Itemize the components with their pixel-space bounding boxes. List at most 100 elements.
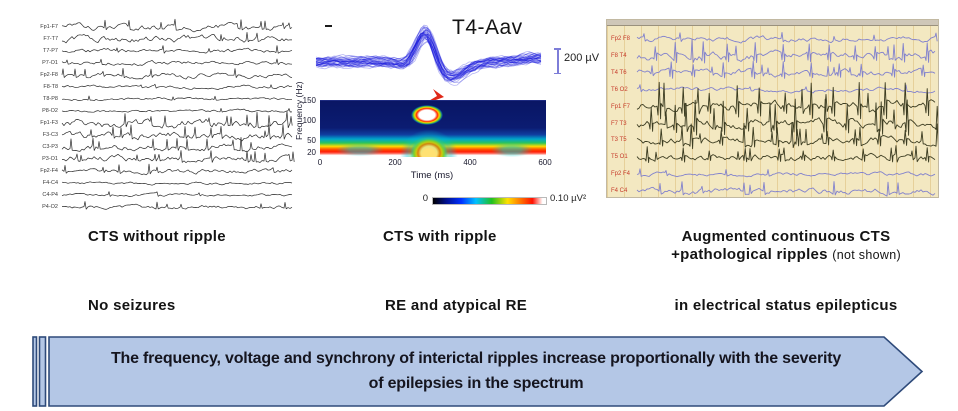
spectrogram-ytick: 150	[302, 96, 316, 105]
eeg-trace	[315, 35, 542, 81]
time-frequency-spectrogram	[320, 100, 546, 157]
eeg-trace	[636, 145, 936, 164]
channel-label: F4 C4	[611, 188, 628, 195]
eeg-trace	[315, 33, 542, 80]
eeg-trace	[315, 33, 542, 81]
channel-label: T7-P7	[43, 48, 58, 54]
channel-label: P8-O2	[42, 108, 58, 114]
eeg-trace	[315, 33, 542, 77]
electrode-derivation-label: T4-Aav	[452, 16, 523, 39]
eeg-trace	[61, 107, 293, 113]
averaged-spike-waveforms	[315, 24, 542, 86]
summary-arrow-shape	[32, 336, 924, 407]
eeg-trace	[315, 31, 542, 75]
eeg-trace	[315, 26, 542, 74]
eeg-trace	[636, 39, 936, 64]
finding-left: No seizures	[88, 297, 176, 314]
spectrogram-xtick: 400	[463, 158, 477, 167]
eeg-trace	[315, 34, 542, 80]
channel-label: Fp2 F8	[611, 36, 631, 42]
channel-label: T4 T6	[611, 69, 627, 76]
colorbar-min-label: 0	[422, 193, 428, 204]
channel-label: F8-T8	[43, 84, 58, 90]
channel-label: C4-P4	[42, 192, 58, 198]
eeg-trace	[315, 26, 542, 77]
eeg-trace	[315, 29, 542, 77]
eeg-trace	[61, 150, 295, 163]
spectrogram-ytick: 100	[302, 116, 316, 125]
eeg-trace	[315, 25, 542, 74]
spectrogram-xtick: 0	[317, 158, 323, 167]
channel-label: C3-P3	[42, 144, 58, 150]
eeg-trace	[315, 24, 542, 75]
eeg-trace	[315, 31, 542, 77]
colorbar-max-label: 0.10 µV²	[550, 193, 587, 204]
eeg-trace	[636, 98, 938, 137]
eeg-trace	[636, 60, 936, 80]
eeg-trace	[636, 81, 936, 120]
eeg-traces-status-epilepticus	[636, 31, 938, 197]
eeg-trace	[61, 83, 293, 90]
eeg-trace	[315, 40, 542, 81]
arrow-body	[48, 336, 924, 407]
eeg-trace	[61, 111, 293, 129]
eeg-trace	[315, 37, 542, 83]
spectrogram-ytick: 50	[307, 136, 316, 145]
eeg-trace	[315, 36, 542, 81]
channel-label: Fp1 F7	[611, 103, 631, 110]
eeg-traces-without-ripple	[61, 18, 295, 210]
arrow-stripe-2	[38, 336, 47, 407]
channel-label: P4-O2	[42, 204, 58, 210]
finding-right: in electrical status epilepticus	[674, 297, 898, 314]
caption-right-line1: Augmented continuous CTS	[681, 228, 891, 245]
spectrogram-xlabel: Time (ms)	[410, 170, 454, 181]
eeg-trace	[636, 181, 936, 197]
eeg-trace	[61, 58, 293, 66]
eeg-trace	[61, 201, 293, 210]
channel-label: P3-O1	[42, 156, 58, 162]
eeg-trace	[315, 33, 542, 77]
channel-label: Fp2-F4	[40, 168, 58, 174]
summary-line1: The frequency, voltage and synchrony of …	[110, 350, 842, 367]
eeg-trace	[315, 32, 542, 79]
spectrogram-ylabel: Frequency (Hz)	[294, 81, 304, 140]
eeg-trace	[315, 32, 542, 77]
eeg-trace	[315, 33, 542, 76]
eeg-trace	[315, 35, 542, 80]
eeg-trace	[315, 41, 542, 79]
eeg-trace	[315, 36, 542, 83]
eeg-trace	[315, 38, 542, 80]
eeg-trace	[315, 27, 542, 76]
eeg-trace	[315, 27, 542, 75]
eeg-trace	[61, 95, 292, 102]
minus-mark	[325, 25, 332, 27]
eeg-trace	[61, 163, 293, 176]
channel-label: F8 T4	[611, 52, 627, 59]
eeg-trace	[315, 31, 542, 80]
eeg-trace	[61, 32, 293, 44]
arrow-stripe-1	[32, 336, 38, 407]
channel-label: F7 T3	[611, 120, 627, 127]
eeg-trace	[315, 29, 542, 79]
eeg-trace	[315, 29, 542, 75]
caption-left: CTS without ripple	[88, 228, 226, 245]
spectrogram-xtick: 600	[538, 158, 552, 167]
eeg-trace	[315, 33, 542, 83]
channel-label: F3-C3	[42, 132, 58, 138]
caption-middle: CTS with ripple	[383, 228, 497, 245]
caption-right: Augmented continuous CTS +pathological r…	[630, 228, 942, 264]
eeg-trace	[61, 136, 293, 153]
caption-right-note: (not shown)	[832, 248, 901, 262]
eeg-trace	[315, 29, 542, 74]
channel-label: T3 T5	[611, 137, 627, 144]
finding-middle: RE and atypical RE	[385, 297, 528, 314]
eeg-trace	[636, 84, 936, 94]
eeg-trace	[61, 191, 293, 197]
voltage-scale-bar	[554, 48, 561, 74]
eeg-trace	[315, 36, 542, 82]
eeg-trace	[315, 34, 542, 79]
summary-line2: of epilepsies in the spectrum	[368, 375, 584, 392]
voltage-scale-label: 200 µV	[564, 52, 600, 64]
